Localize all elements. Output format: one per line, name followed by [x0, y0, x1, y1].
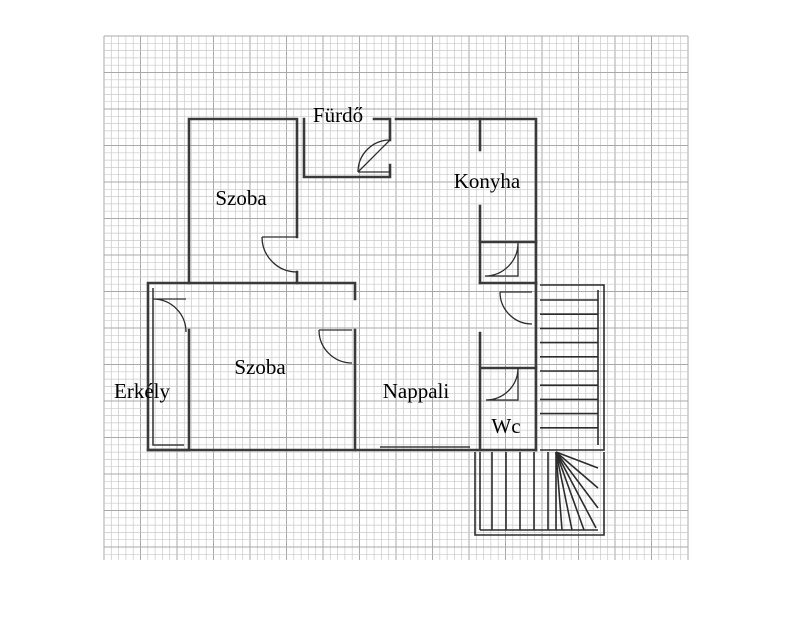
room-label-wc: Wc	[491, 414, 520, 438]
room-label-furdo: Fürdő	[313, 103, 363, 127]
wall-kitchen-top	[394, 117, 538, 285]
door-right-mid	[499, 291, 533, 325]
stair-winder	[555, 451, 597, 529]
room-label-szoba-upper: Szoba	[215, 186, 267, 210]
grid-paper	[103, 35, 689, 560]
stair-winder	[555, 451, 599, 469]
doors	[152, 139, 533, 401]
wall-bathroom	[302, 117, 392, 179]
room-label-erkely: Erkély	[114, 379, 170, 403]
door-lower-szoba	[318, 329, 353, 364]
door-upper-szoba	[261, 236, 298, 273]
walls	[146, 117, 538, 452]
stair-winder	[555, 451, 599, 509]
wall-balcony-inner	[152, 288, 184, 446]
room-labels: Fürdő Szoba Konyha Szoba Erkély Nappali …	[114, 103, 521, 438]
stair-winder	[555, 451, 573, 531]
door-bathroom	[357, 139, 391, 173]
wall-upper-szoba	[187, 117, 299, 285]
stair-outline-upper	[540, 284, 605, 451]
door-wc	[485, 367, 519, 401]
door-balcony	[152, 298, 187, 333]
stair-winder	[555, 451, 585, 531]
room-label-konyha: Konyha	[454, 169, 521, 193]
stair-winder	[555, 451, 563, 531]
staircase	[474, 284, 605, 536]
room-label-nappali: Nappali	[383, 379, 450, 403]
wall-balcony	[146, 281, 191, 452]
wall-lower-szoba	[187, 281, 357, 452]
door-closet	[484, 242, 519, 277]
room-label-szoba-lower: Szoba	[234, 355, 286, 379]
stair-outline-lower	[474, 452, 605, 536]
stair-winder	[555, 451, 599, 489]
